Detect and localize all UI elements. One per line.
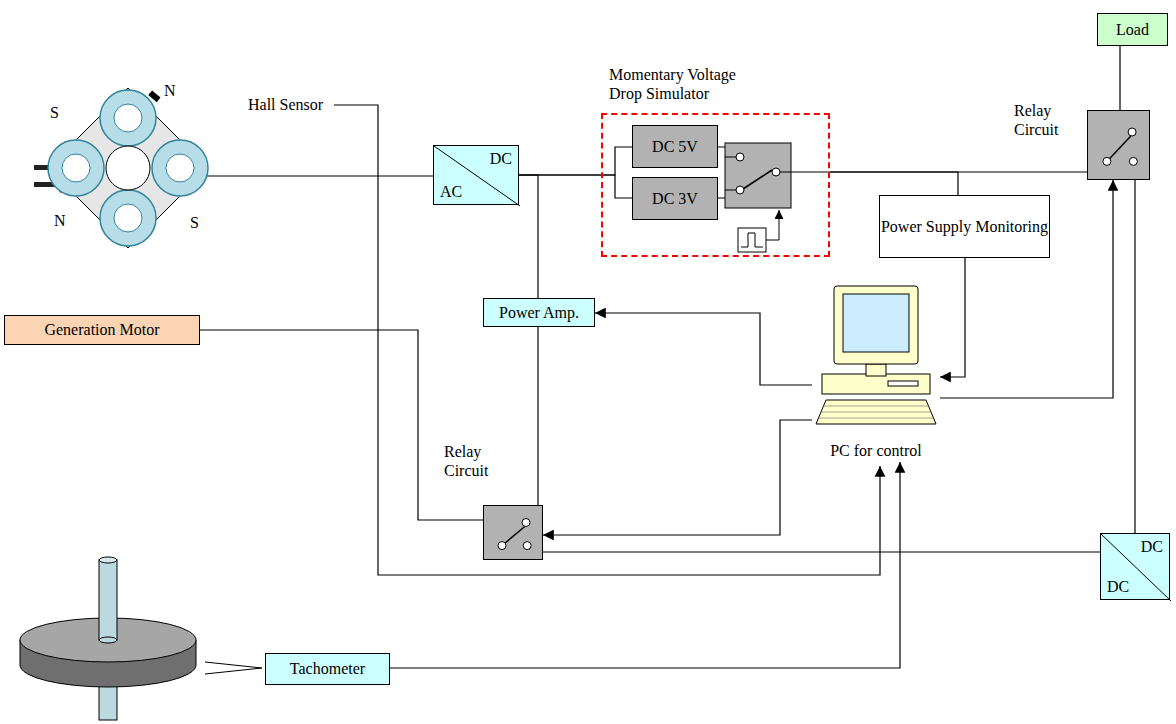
node-text: Generation Motor — [44, 320, 159, 339]
node-text: Relay Circuit — [444, 442, 516, 480]
node-text: Tachometer — [290, 659, 365, 678]
node-text: AC — [440, 182, 462, 201]
sensor-label: Hall Sensor — [248, 96, 323, 114]
node-text: Momentary Voltage Drop Simulator — [609, 65, 759, 103]
load-box: Load — [1097, 13, 1168, 46]
amplifier-box: Power Amp. — [483, 298, 595, 327]
hall-signal-line — [334, 105, 880, 575]
connector — [519, 147, 632, 175]
relay-box: Relay Circuit — [483, 505, 543, 560]
node-text: DC — [490, 149, 512, 168]
monitor-box: Power Supply Monitoring — [879, 195, 1050, 258]
pole-label: N — [164, 82, 176, 100]
connector — [543, 420, 812, 535]
flywheel-illustration — [20, 557, 196, 720]
pole-label: S — [50, 104, 59, 122]
motor-box: Generation Motor — [4, 315, 200, 345]
connector — [543, 551, 1100, 552]
hall-sensor-chip — [148, 90, 160, 102]
connector — [519, 175, 632, 198]
supply-box: DC 5V — [632, 125, 718, 168]
connector — [519, 175, 538, 298]
tachometer-box: Tachometer — [265, 653, 390, 685]
connector — [537, 327, 538, 505]
sensing-beam — [205, 662, 262, 674]
connector — [200, 330, 483, 520]
converter-box: DC AC — [433, 145, 519, 205]
node-text: DC — [1107, 577, 1129, 596]
node-text: Load — [1116, 20, 1149, 39]
voltage-switch — [718, 143, 830, 208]
node-text: DC 5V — [652, 137, 698, 156]
pc-symbol — [812, 282, 940, 462]
connector — [940, 258, 965, 377]
connector — [1134, 180, 1135, 533]
computer-icon: PC for control — [812, 282, 940, 462]
node-text: Power Supply Monitoring — [881, 217, 1048, 236]
node-text: DC 3V — [652, 189, 698, 208]
pole-label: N — [54, 212, 66, 230]
pole-label: S — [190, 214, 199, 232]
connector — [830, 172, 958, 195]
connector — [1119, 46, 1120, 110]
node-text: PC for control — [812, 441, 940, 460]
node-text: Relay Circuit — [1014, 101, 1082, 139]
relay-symbol — [1088, 111, 1151, 181]
simulator-region: DC 5VDC 3VMomentary Voltage Drop Simulat… — [601, 113, 830, 257]
motor-illustration — [48, 88, 208, 248]
converter-box: DC DC — [1100, 533, 1170, 600]
supply-box: DC 3V — [632, 177, 718, 220]
connector — [390, 462, 900, 668]
node-text: DC — [1141, 537, 1163, 556]
connector — [595, 313, 812, 385]
relay-symbol — [484, 506, 544, 561]
pulse-generator — [738, 210, 779, 252]
connector-layer — [200, 46, 1135, 668]
relay-box: Relay Circuit — [1087, 110, 1150, 180]
node-text: Power Amp. — [499, 303, 579, 322]
